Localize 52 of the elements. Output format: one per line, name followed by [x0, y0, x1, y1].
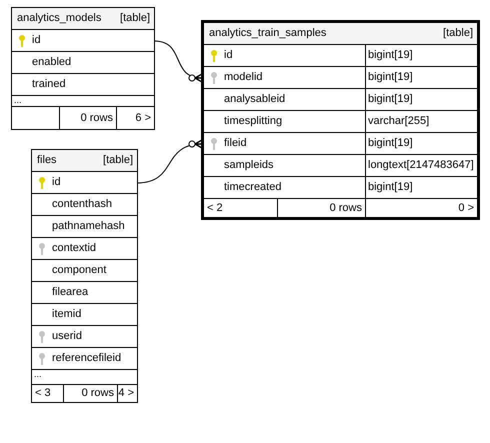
column-type: bigint[19]: [365, 89, 477, 110]
column-name: filearea: [52, 286, 88, 299]
column-row: [204, 89, 477, 111]
column-name: timesplitting: [224, 115, 282, 128]
table-box: [12, 8, 154, 129]
column-type: bigint[19]: [365, 67, 477, 88]
table-name: analytics_train_samples: [209, 27, 326, 40]
relationship-connector: [154, 40, 204, 83]
column-name: sampleids: [224, 159, 274, 172]
table-box: [204, 23, 477, 217]
column-row: [204, 155, 477, 177]
column-type: bigint[19]: [365, 177, 477, 198]
column-name: modelid: [224, 71, 263, 84]
footer-count: 6 >: [116, 107, 154, 129]
footer-count: < 2: [204, 199, 277, 217]
footer-count: 0 rows: [60, 107, 116, 129]
column-name: analysableid: [224, 93, 286, 106]
footer-count: 0 rows: [277, 199, 365, 217]
footer-count: 0 rows: [63, 385, 117, 402]
column-name: timecreated: [224, 181, 282, 194]
column-type: varchar[255]: [365, 111, 477, 132]
footer-count: < 3: [32, 385, 63, 402]
column-type: longtext[2147483647]: [365, 155, 477, 176]
column-row: [204, 67, 477, 89]
column-name: itemid: [52, 308, 82, 321]
column-type: bigint[19]: [365, 133, 477, 154]
table-type-label: [table]: [443, 27, 473, 40]
table-box: [32, 150, 137, 402]
column-row: [204, 177, 477, 199]
column-row: [204, 133, 477, 155]
relationship-connector: [136, 139, 204, 184]
column-name: userid: [52, 330, 82, 343]
column-type: bigint[19]: [365, 45, 477, 66]
column-name: component: [52, 264, 106, 277]
column-name: id: [32, 34, 41, 47]
table-type-label: [table]: [120, 12, 150, 25]
column-name: pathnamehash: [52, 220, 125, 233]
column-name: enabled: [32, 56, 72, 69]
column-name: referencefileid: [52, 352, 122, 365]
footer-count: 4 >: [117, 385, 137, 402]
column-name: contextid: [52, 242, 96, 255]
column-row: [204, 45, 477, 67]
column-name: trained: [32, 78, 66, 91]
column-name: id: [224, 49, 233, 62]
table-name: analytics_models: [17, 12, 102, 25]
column-row: [204, 111, 477, 133]
table-type-label: [table]: [103, 154, 133, 167]
column-name: fileid: [224, 137, 247, 150]
column-name: contenthash: [52, 198, 112, 211]
table-name: files: [37, 154, 57, 167]
column-name: id: [52, 176, 61, 189]
footer-count: 0 >: [365, 199, 477, 217]
